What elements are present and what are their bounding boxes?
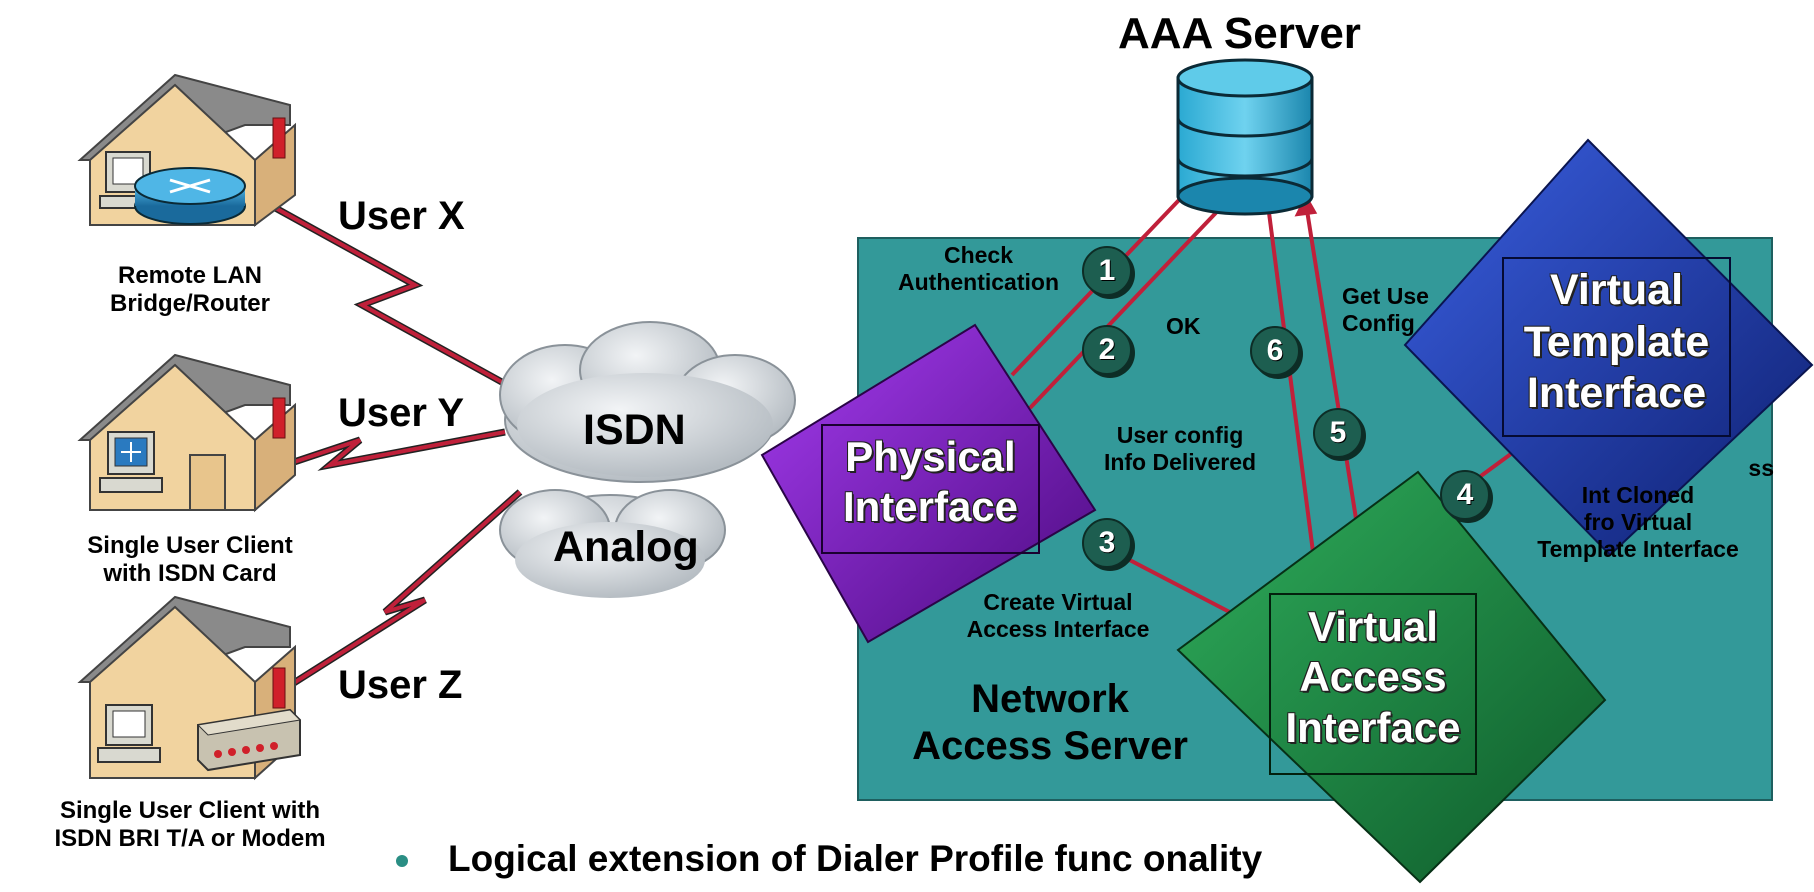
label-line: Info Delivered: [1103, 449, 1257, 476]
physical-interface-label: Physical Interface: [822, 432, 1039, 533]
isdn-cloud: [499, 321, 796, 483]
isdn-label: ISDN: [583, 406, 686, 454]
iface-line: Virtual: [1308, 603, 1438, 650]
virtual-access-label: Virtual Access Interface: [1270, 602, 1476, 753]
label-line: ss: [1748, 455, 1774, 481]
create-virtual-access-label: Create Virtual Access Interface: [938, 589, 1178, 643]
link-step-6: [1266, 204, 1315, 553]
cloned-from-template-label: ss Int Cloned fro Virtual Template Inter…: [1494, 455, 1782, 564]
virtual-template-shape: [1403, 138, 1814, 557]
iface-line: Interface: [842, 483, 1019, 531]
house-remote-lan-icon: [77, 73, 296, 227]
nas-title-line: Network: [971, 677, 1129, 721]
bullet-text: Logical extension of Dialer Profile func…: [448, 838, 1263, 879]
label-line: Template Interface: [1537, 536, 1739, 563]
iface-line: Interface: [1285, 703, 1461, 751]
physical-interface-shape: [760, 323, 1097, 644]
iface-line: Template: [1523, 317, 1710, 366]
label-line: Create Virtual: [983, 589, 1133, 615]
iface-line: Interface: [1526, 369, 1707, 418]
caption-line: Remote LAN: [117, 262, 262, 289]
virtual-template-label: Virtual Template Interface: [1503, 265, 1730, 420]
user-z-label: User Z: [338, 663, 463, 707]
label-line: Int Cloned: [1581, 482, 1695, 509]
ok-label: OK: [1166, 313, 1201, 339]
check-authentication-label: Check Authentication: [866, 242, 1091, 296]
caption-line: Bridge/Router: [109, 290, 270, 318]
label-line: fro Virtual: [1583, 509, 1693, 536]
step-5-badge: 5: [1313, 408, 1363, 458]
iface-line: Access: [1299, 653, 1447, 701]
house-isdn-card-icon: [77, 353, 296, 513]
analog-label: Analog: [553, 523, 699, 571]
step-6-badge: 6: [1250, 326, 1300, 376]
label-line: Get Use: [1342, 283, 1429, 309]
iface-line: Virtual: [1549, 266, 1684, 314]
link-step-2: [1028, 196, 1232, 410]
step-3-badge: 3: [1082, 518, 1132, 568]
step-4-badge: 4: [1440, 470, 1490, 520]
label-line: User config: [1116, 422, 1244, 448]
user-y-label: User Y: [338, 391, 465, 435]
nas-title-line: Access Server: [912, 724, 1188, 769]
user-x-label: User X: [338, 194, 465, 238]
link-step-5: [1304, 203, 1359, 526]
bullet-dot: [396, 855, 408, 867]
caption-line: ISDN BRI T/A or Modem: [54, 825, 326, 853]
house-bri-modem-icon: [77, 595, 302, 781]
label-line: Access Interface: [966, 616, 1150, 643]
house-isdn-card-caption: Single User Client with ISDN Card: [40, 532, 340, 589]
house-remote-lan-caption: Remote LAN Bridge/Router: [60, 262, 320, 319]
aaa-server-title: AAA Server: [1118, 9, 1361, 58]
step-1-badge: 1: [1082, 246, 1132, 296]
analog-cloud: [499, 489, 726, 598]
step-2-badge: 2: [1082, 325, 1132, 375]
house-bri-caption: Single User Client with ISDN BRI T/A or …: [8, 797, 372, 854]
aaa-server-icon: [1176, 58, 1314, 216]
nas-title: Network Access Server: [890, 676, 1210, 770]
iface-line: Physical: [845, 433, 1016, 480]
caption-line: with ISDN Card: [103, 560, 277, 588]
label-line: Config: [1342, 310, 1415, 337]
label-line: Check: [943, 242, 1014, 268]
caption-line: Single User Client with: [59, 797, 321, 824]
link-step-3: [1119, 553, 1246, 622]
label-line: Authentication: [898, 269, 1059, 296]
virtual-access-shape: [1176, 470, 1607, 884]
get-user-config-label: Get Use Config: [1342, 283, 1429, 337]
user-config-delivered-label: User config Info Delivered: [1080, 422, 1280, 476]
caption-line: Single User Client: [87, 532, 293, 559]
